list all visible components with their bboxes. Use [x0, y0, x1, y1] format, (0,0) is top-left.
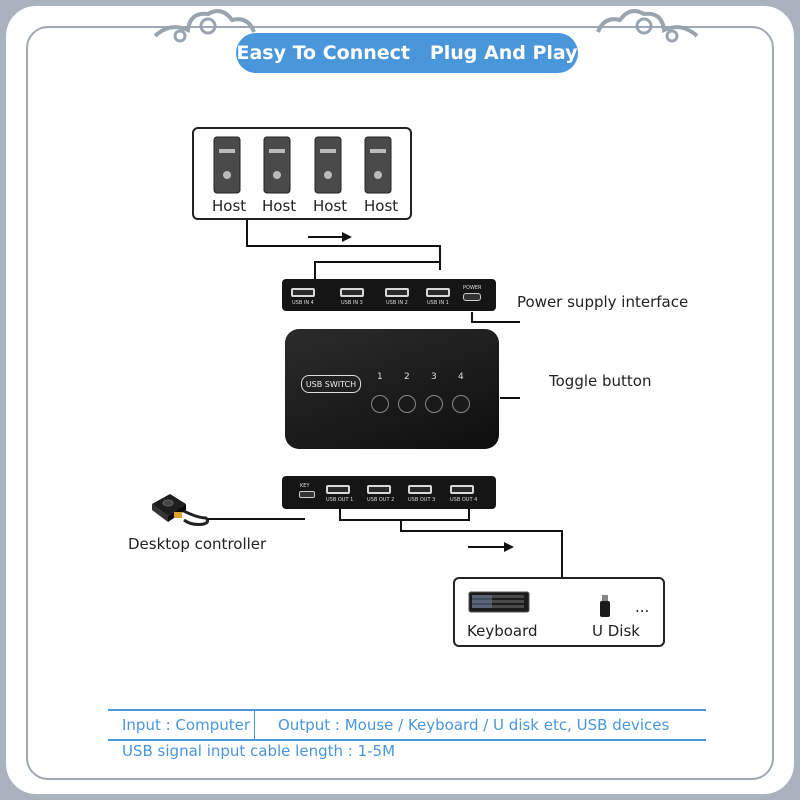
spec-footer: Input : Computer Output : Mouse / Keyboa… — [108, 709, 706, 763]
usb-out-2-label: USB OUT 2 — [367, 497, 395, 503]
usb-out-2-port — [367, 485, 391, 494]
usb-out-3-port — [408, 485, 432, 494]
usb-out-3-label: USB OUT 3 — [408, 497, 436, 503]
footer-output-text: Output : Mouse / Keyboard / U disk etc, … — [278, 716, 670, 734]
usb-in-4-port — [291, 288, 315, 297]
footer-cable-length-text: USB signal input cable length : 1-5M — [122, 742, 396, 760]
power-port-label: POWER — [463, 285, 482, 291]
usb-switch-badge: USB SWITCH — [301, 375, 361, 393]
host-label-3: Host — [313, 197, 348, 215]
button-number-3: 3 — [431, 372, 437, 382]
footer-separator — [254, 711, 255, 739]
usb-out-4-port — [450, 485, 474, 494]
usb-in-1-port — [426, 288, 450, 297]
host-computer-icons — [213, 136, 392, 194]
usb-out-4-label: USB OUT 4 — [450, 497, 478, 503]
footer-input-text: Input : Computer — [122, 716, 250, 734]
toggle-button-callout: Toggle button — [549, 372, 652, 390]
title-banner: Easy To Connect Plug And Play — [236, 33, 578, 73]
usb-in-2-label: USB IN 2 — [386, 300, 408, 306]
desktop-controller-icon — [152, 494, 210, 526]
usb-out-1-port — [326, 485, 350, 494]
power-supply-callout: Power supply interface — [517, 293, 689, 311]
toggle-button-1 — [371, 395, 389, 413]
host-label-2: Host — [262, 197, 297, 215]
power-port — [463, 293, 481, 301]
u-disk-icon — [600, 595, 610, 617]
toggle-button-2 — [398, 395, 416, 413]
host-label-1: Host — [212, 197, 247, 215]
footer-rule-mid — [108, 739, 706, 741]
u-disk-label: U Disk — [592, 622, 640, 640]
button-number-4: 4 — [458, 372, 464, 382]
key-port — [299, 491, 315, 498]
toggle-button-3 — [425, 395, 443, 413]
button-number-1: 1 — [377, 372, 383, 382]
cloud-ornament-right — [596, 9, 699, 43]
inner-border — [26, 26, 774, 780]
usb-switch-body: USB SWITCH 1 2 3 4 — [285, 329, 499, 449]
usb-in-3-port — [340, 288, 364, 297]
usb-out-1-label: USB OUT 1 — [326, 497, 354, 503]
desktop-controller-callout: Desktop controller — [128, 535, 267, 553]
usb-in-1-label: USB IN 1 — [427, 300, 449, 306]
more-devices-ellipsis: ... — [635, 598, 650, 616]
usb-in-2-port — [385, 288, 409, 297]
toggle-button-4 — [452, 395, 470, 413]
usb-in-4-label: USB IN 4 — [292, 300, 314, 306]
host-label-4: Host — [364, 197, 399, 215]
keyboard-icon — [468, 591, 530, 613]
cloud-ornament-left — [153, 9, 256, 43]
key-port-label: KEY — [300, 483, 310, 489]
button-number-2: 2 — [404, 372, 410, 382]
usb-in-3-label: USB IN 3 — [341, 300, 363, 306]
keyboard-label: Keyboard — [467, 622, 538, 640]
footer-rule-top — [108, 709, 706, 711]
